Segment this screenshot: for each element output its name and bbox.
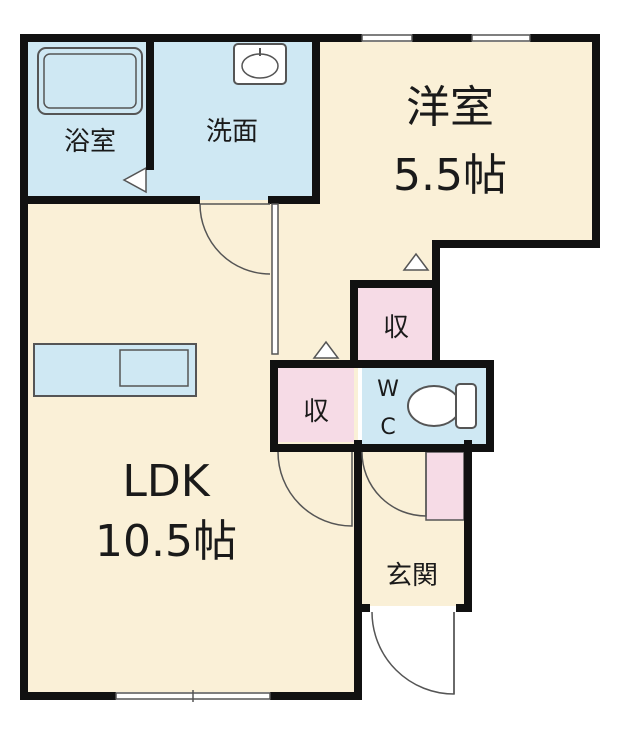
storage-lower-marker-icon [312,340,340,359]
kitchen-sink-icon [119,349,189,387]
toilet-door-swing [361,451,427,517]
storage-lower-label: 収 [303,397,329,427]
washroom-door-swing [199,203,271,275]
doors [199,203,455,695]
toilet-label-w: W [377,377,399,402]
storage-door-swing [277,451,353,527]
western-room-name: 洋室 [406,82,494,133]
window-western-right [471,34,531,42]
bathtub-icon [37,47,143,115]
ldk-size: 10.5帖 [95,516,237,567]
walls [20,34,600,700]
sliding-door [271,203,279,355]
washroom-label: 洗面 [206,117,258,147]
shoe-cabinet [425,451,465,521]
room-labels: 浴室 洗面 洋室 5.5帖 収 収 W C 玄関 LDK 10.5帖 [64,82,507,591]
toilet-label-c: C [380,415,395,440]
entrance-label: 玄関 [386,561,438,591]
fixtures [33,43,477,429]
windows [115,34,531,702]
toilet-icon [407,385,461,427]
storage-lower-floor [278,368,354,442]
storage-upper-label: 収 [383,313,409,343]
window-western-left [361,34,413,42]
bath-door-marker-icon [122,166,147,194]
entrance-door-swing [371,611,455,695]
western-room-size: 5.5帖 [393,150,507,201]
floor-fills [28,42,592,692]
ldk-name: LDK [122,456,210,507]
storage-upper-floor [358,288,432,360]
storage-upper-marker-icon [402,252,430,271]
bath-label: 浴室 [64,127,116,157]
kitchen-counter [33,343,197,397]
